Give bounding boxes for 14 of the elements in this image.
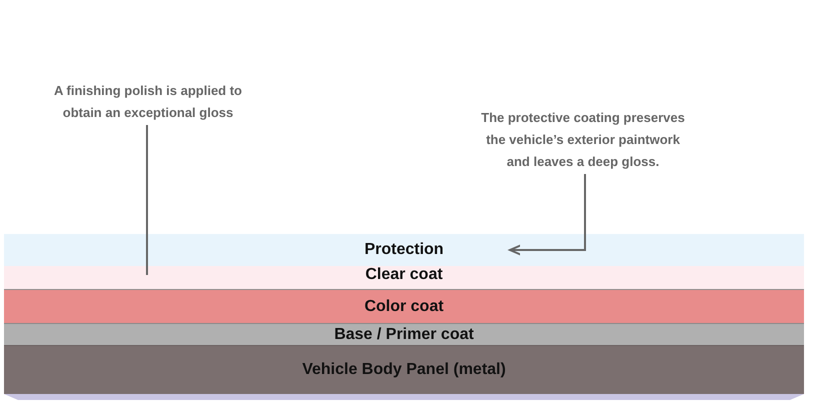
callout-text: A finishing polish is applied to obtain an exceptional gloss bbox=[40, 80, 256, 124]
metal-panel-layer bbox=[4, 345, 804, 394]
layer-label: Clear coat bbox=[365, 266, 443, 284]
color-coat-layer bbox=[4, 289, 804, 323]
callout-text: The protective coating preserves the vehicle’s exterior paintwork and leaves a deep gloss. bbox=[476, 107, 690, 173]
leader-line bbox=[146, 125, 148, 275]
primer-coat-layer bbox=[4, 323, 804, 345]
layer-label: Color coat bbox=[364, 298, 444, 316]
layer-label: Base / Primer coat bbox=[334, 326, 474, 344]
clear-coat-layer bbox=[4, 266, 804, 289]
layer-label: Protection bbox=[364, 241, 444, 259]
arrow bbox=[509, 174, 586, 257]
layer-label: Vehicle Body Panel (metal) bbox=[302, 361, 506, 379]
protection-layer bbox=[4, 234, 804, 266]
